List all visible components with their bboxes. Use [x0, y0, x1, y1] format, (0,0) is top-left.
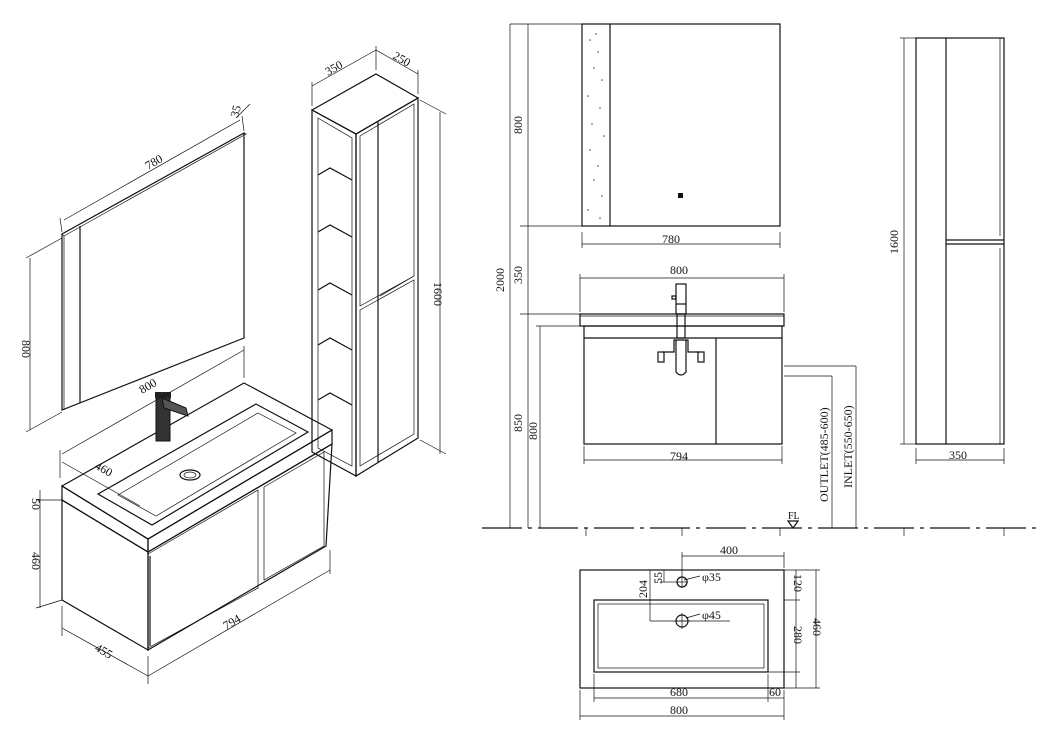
front-mirror-height-label: 800: [511, 116, 525, 134]
top-depth-460-label: 460: [810, 618, 824, 636]
top-edge-60-label: 60: [769, 685, 781, 699]
iso-tall-height-label: 1600: [431, 282, 445, 306]
top-depth-120-label: 120: [791, 574, 805, 592]
front-gap-label: 350: [511, 266, 525, 284]
front-tall-cabinet: [900, 37, 1005, 464]
top-inner-width-label: 680: [670, 685, 688, 699]
iso-mirror-depth-label: 35: [227, 104, 244, 119]
iso-mirror: [25, 103, 251, 433]
front-height-800-label: 800: [526, 422, 540, 440]
top-drain-hole-label: φ45: [702, 608, 721, 622]
front-basin-width-label: 800: [670, 263, 688, 277]
iso-tall-cabinet: [310, 46, 447, 478]
front-cabinet-width-label: 794: [670, 449, 688, 463]
mirror-switch-icon: [678, 193, 683, 198]
iso-tall-depth-label: 250: [391, 48, 414, 69]
top-view: [579, 552, 820, 720]
front-inlet-label: INLET(550-650): [841, 405, 855, 488]
top-depth-280-label: 280: [791, 626, 805, 644]
front-height-850-label: 850: [511, 414, 525, 432]
front-elevation: [482, 23, 1040, 536]
front-overall-height-label: 2000: [493, 268, 507, 292]
faucet-front: [657, 283, 705, 376]
front-tall-width-label: 350: [949, 448, 967, 462]
top-total-width-label: 800: [670, 703, 688, 717]
front-outlet-label: OUTLET(485-600): [817, 407, 831, 502]
front-mirror-width-label: 780: [662, 232, 680, 246]
iso-cabinet-width-label: 794: [221, 611, 244, 632]
iso-mirror-height-label: 800: [19, 340, 33, 358]
top-offset-55-label: 55: [651, 572, 665, 584]
top-offset-204-label: 204: [636, 580, 650, 598]
front-tall-height-label: 1600: [887, 230, 901, 254]
mirror-light-strip: [587, 33, 605, 219]
iso-basin-depth-label: 460: [93, 458, 116, 479]
top-hole-offset-label: 400: [720, 543, 738, 557]
iso-tall-width-label: 350: [323, 57, 346, 78]
iso-top-thickness-label: 50: [29, 498, 43, 510]
top-tap-hole-label: φ35: [702, 570, 721, 584]
iso-vanity: [35, 346, 334, 684]
iso-cabinet-depth-label: 455: [93, 640, 116, 661]
front-floor-label: FL: [788, 511, 800, 522]
iso-mirror-width-label: 780: [143, 151, 166, 172]
iso-cabinet-height-label: 460: [29, 552, 43, 570]
